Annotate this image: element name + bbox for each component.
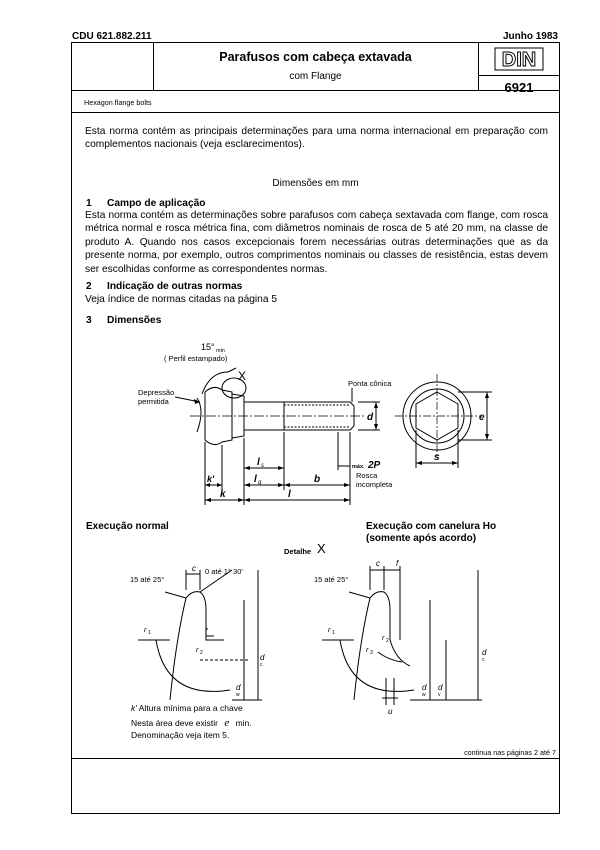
angle-arc xyxy=(201,371,229,395)
right-dw-sub: w xyxy=(422,692,426,698)
header-bottom-line xyxy=(71,90,560,91)
note-k-text: Altura mínima para a chave xyxy=(136,703,243,713)
right-c-label: c xyxy=(376,559,380,568)
header-divider-left xyxy=(153,42,154,90)
section-1-title: Campo de aplicação xyxy=(107,198,206,209)
rosca-label-2: incompleta xyxy=(356,480,393,489)
depressao-label-2: permitida xyxy=(138,397,170,406)
left-dw-label: d xyxy=(236,683,241,692)
max-label: máx. xyxy=(352,464,365,470)
din-logo: DIN xyxy=(494,47,544,72)
detail-marker-x: X xyxy=(238,369,246,383)
left-r1-sub: 1 xyxy=(148,630,151,636)
dim-s-label: s xyxy=(434,452,440,463)
right-dc-sub: c xyxy=(482,657,485,663)
left-c-label: c xyxy=(192,564,196,573)
note-area-text-2: min. xyxy=(235,718,252,728)
depression-curve xyxy=(196,397,202,433)
dim-l-label: l xyxy=(288,489,291,500)
left-angle-range: 15 até 25° xyxy=(130,575,164,584)
header-divider-right xyxy=(478,42,479,90)
section-2-title: Indicação de outras normas xyxy=(107,281,243,292)
page-frame xyxy=(71,42,560,814)
left-dw-sub: w xyxy=(236,692,240,698)
left-detail-profile xyxy=(169,591,224,701)
section-2-body: Veja índice de normas citadas na página … xyxy=(85,294,277,305)
right-dw-label: d xyxy=(422,683,427,692)
dim-ls-sub: s xyxy=(261,463,264,469)
detalhe-label: Detalhe xyxy=(284,547,312,556)
english-title: Hexagon flange bolts xyxy=(84,98,152,107)
right-r3-sub: 3 xyxy=(370,650,373,656)
dim-d-label: d xyxy=(367,412,374,423)
left-dc-sub: c xyxy=(260,662,263,668)
angle-label: 15° xyxy=(201,342,215,352)
section-1-body: Esta norma contém as determinações sobre… xyxy=(85,210,548,275)
right-r1-label: r xyxy=(328,625,331,634)
execucao-canelura-heading-2: (somente após acordo) xyxy=(366,533,477,544)
note-denominacao: Denominação veja item 5. xyxy=(131,730,230,740)
left-dc-label: d xyxy=(260,653,265,662)
ponta-conica-label: Ponta cônica xyxy=(348,379,392,388)
section-1-number: 1 xyxy=(86,198,92,209)
note-k-symbol: k' xyxy=(131,703,137,713)
perfil-label: ( Perfil estampado) xyxy=(164,354,228,363)
dimensions-note: Dimensões em mm xyxy=(272,178,359,189)
dim-b-label: b xyxy=(314,474,320,485)
section-3-title: Dimensões xyxy=(107,315,162,326)
left-f-label: f xyxy=(205,627,208,636)
right-f-label: f xyxy=(396,559,399,568)
left-r2-sub: 2 xyxy=(200,650,203,656)
left-zero-range: 0 até 1° 30' xyxy=(205,567,243,576)
right-u-label: u xyxy=(388,707,393,716)
dim-lg-label: l xyxy=(254,474,257,485)
max-2p-label: 2P xyxy=(367,460,381,471)
dim-lg-sub: g xyxy=(258,480,262,486)
right-angle-range: 15 até 25° xyxy=(314,575,348,584)
right-r2-sub: 2 xyxy=(386,638,389,644)
note-k-line: k' Altura mínima para a chave xyxy=(131,703,243,713)
rosca-label-1: Rosca xyxy=(356,471,378,480)
execucao-canelura-heading-1: Execução com canelura Ho xyxy=(366,521,497,532)
right-r1-sub: 1 xyxy=(332,630,335,636)
din-logo-text: DIN xyxy=(502,49,536,71)
continua-text: continua nas páginas 2 até 7 xyxy=(464,748,556,757)
english-title-line xyxy=(71,112,560,113)
publication-date: Junho 1983 xyxy=(502,31,558,42)
dim-e-label: e xyxy=(479,412,485,423)
left-r1-label: r xyxy=(144,625,147,634)
right-canelura xyxy=(377,651,403,663)
din-box-divider xyxy=(478,75,560,76)
cdu-code: CDU 621.882.211 xyxy=(72,31,152,42)
dim-kprime-label: k' xyxy=(207,474,215,484)
document-subtitle: com Flange xyxy=(289,71,342,82)
left-r2-label: r xyxy=(196,645,199,654)
right-detail-profile xyxy=(353,591,411,701)
right-dc-label: d xyxy=(482,648,487,657)
detail-x-drawings: c 15 até 25° 0 até 1° 30' f r 1 r 2 d w … xyxy=(130,559,487,716)
right-detail-ground xyxy=(339,639,415,692)
dim-ls-label: l xyxy=(257,457,260,468)
right-r3-label: r xyxy=(366,645,369,654)
intro-paragraph: Esta norma contém as principais determin… xyxy=(85,126,548,151)
section-2-number: 2 xyxy=(86,281,92,292)
detail-x-circle xyxy=(221,377,247,399)
right-dv-sub: v xyxy=(438,692,441,698)
depressao-label-1: Depressão xyxy=(138,388,174,397)
angle-sub: min xyxy=(216,348,225,354)
note-area-e: e xyxy=(224,717,230,729)
detalhe-x: X xyxy=(317,541,326,556)
execucao-normal-heading: Execução normal xyxy=(86,521,169,532)
document-title: Parafusos com cabeça extavada xyxy=(219,50,412,64)
right-r2-label: r xyxy=(382,633,385,642)
note-area-text-1: Nesta área deve existir xyxy=(131,718,218,728)
section-3-number: 3 xyxy=(86,315,92,326)
bolt-technical-drawing: 15° min ( Perfil estampado) X Depressão … xyxy=(138,342,492,505)
note-area-line: Nesta área deve existir e min. xyxy=(131,717,252,729)
left-detail-ground xyxy=(155,639,231,692)
dim-k-label: k xyxy=(220,489,226,500)
continua-line xyxy=(71,758,560,759)
din-number: 6921 xyxy=(504,80,534,95)
right-dv-label: d xyxy=(438,683,443,692)
